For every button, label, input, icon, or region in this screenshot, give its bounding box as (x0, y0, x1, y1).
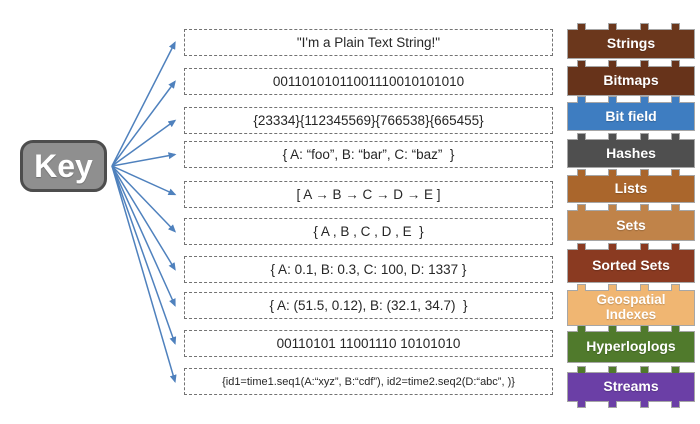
value-text: {id1=time1.seq1(A:“xyz”, B:“cdf”), id2=t… (222, 375, 515, 388)
brick-stud (640, 325, 649, 332)
value-text: { A: (51.5, 0.12), B: (32.1, 34.7) } (269, 298, 468, 313)
brick-stud (640, 96, 649, 103)
brick-lists: Lists (567, 169, 695, 203)
arrow-line (111, 80, 176, 167)
value-text: [ A → B → C → D → E ] (296, 187, 441, 202)
brick-stud (577, 133, 586, 140)
brick-stud (640, 169, 649, 176)
value-box: 00110101011001110010101010 (184, 68, 553, 95)
brick-label: Sorted Sets (592, 257, 670, 274)
value-box: { A: “foo”, B: “bar”, C: “baz” } (184, 141, 553, 168)
brick-stud (640, 60, 649, 67)
value-text: 00110101011001110010101010 (272, 74, 465, 89)
value-text: "I'm a Plain Text String!" (296, 35, 441, 50)
arrow-line (111, 165, 176, 271)
brick-hashes: Hashes (567, 133, 695, 168)
arrow-line (111, 152, 177, 167)
value-box: 00110101 11001110 10101010 (184, 330, 553, 357)
brick-stud (640, 366, 649, 373)
brick-label: Hashes (606, 144, 656, 161)
value-text: 00110101 11001110 10101010 (276, 336, 461, 351)
brick-stud (671, 169, 680, 176)
brick-label: Bit field (605, 107, 657, 124)
brick-stud (671, 133, 680, 140)
brick-stud (608, 169, 617, 176)
brick-stud (577, 169, 586, 176)
brick-stud (577, 401, 586, 408)
brick-stud (608, 325, 617, 332)
value-box: {23334}{112345569}{766538}{665455} (184, 107, 553, 134)
brick-bit-field: Bit field (567, 96, 695, 131)
brick-stud (608, 401, 617, 408)
value-text: { A , B , C , D , E } (313, 224, 424, 239)
brick-stud (671, 284, 680, 291)
brick-stud (671, 325, 680, 332)
arrow-line (111, 165, 177, 233)
brick-stud (640, 243, 649, 250)
brick-stud (640, 133, 649, 140)
value-box: {id1=time1.seq1(A:“xyz”, B:“cdf”), id2=t… (184, 368, 553, 395)
brick-stud (640, 401, 649, 408)
brick-bitmaps: Bitmaps (567, 60, 695, 96)
brick-stud (640, 284, 649, 291)
brick-stud (671, 401, 680, 408)
brick-stud (608, 366, 617, 373)
brick-label: Sets (616, 216, 646, 233)
brick-stud (671, 96, 680, 103)
brick-sorted-sets: Sorted Sets (567, 243, 695, 283)
brick-stud (577, 60, 586, 67)
value-box: { A: (51.5, 0.12), B: (32.1, 34.7) } (184, 292, 553, 319)
key-label: Key (34, 147, 93, 184)
arrow-line (111, 41, 176, 167)
brick-stud (608, 284, 617, 291)
brick-hyperloglogs: Hyperloglogs (567, 325, 695, 363)
brick-label: Streams (603, 378, 659, 395)
brick-stud (608, 96, 617, 103)
brick-stud (671, 366, 680, 373)
brick-stud (608, 204, 617, 211)
brick-streams: Streams (567, 366, 695, 408)
arrow-line (111, 165, 177, 345)
value-text: {23334}{112345569}{766538}{665455} (253, 113, 484, 128)
brick-stud (671, 60, 680, 67)
brick-label: Strings (606, 35, 656, 52)
brick-strings: Strings (567, 23, 695, 59)
brick-label: Hyperloglogs (586, 338, 676, 355)
brick-stud (577, 243, 586, 250)
brick-geospatial-indexes: Geospatial Indexes (567, 284, 695, 326)
value-box: { A , B , C , D , E } (184, 218, 553, 245)
brick-stud (577, 366, 586, 373)
brick-stud (640, 204, 649, 211)
brick-stud (640, 23, 649, 30)
brick-stud (577, 96, 586, 103)
arrow-line (111, 165, 177, 383)
value-box: "I'm a Plain Text String!" (184, 29, 553, 56)
brick-stud (608, 133, 617, 140)
brick-stud (577, 23, 586, 30)
arrow-line (111, 119, 177, 167)
brick-label: Geospatial Indexes (596, 292, 666, 322)
brick-stud (577, 284, 586, 291)
brick-stud (608, 23, 617, 30)
key-node: Key (20, 140, 107, 192)
value-text: { A: “foo”, B: “bar”, C: “baz” } (282, 147, 455, 162)
brick-stud (671, 204, 680, 211)
arrow-line (111, 165, 177, 196)
brick-label: Lists (614, 180, 648, 197)
value-text: { A: 0.1, B: 0.3, C: 100, D: 1337 } (270, 262, 467, 277)
brick-stud (577, 204, 586, 211)
brick-stud (608, 243, 617, 250)
brick-sets: Sets (567, 204, 695, 241)
brick-label: Bitmaps (603, 72, 659, 89)
arrow-line (111, 165, 176, 307)
brick-stud (608, 60, 617, 67)
value-box: [ A → B → C → D → E ] (184, 181, 553, 208)
brick-stud (671, 23, 680, 30)
brick-stud (577, 325, 586, 332)
brick-stud (671, 243, 680, 250)
value-box: { A: 0.1, B: 0.3, C: 100, D: 1337 } (184, 256, 553, 283)
